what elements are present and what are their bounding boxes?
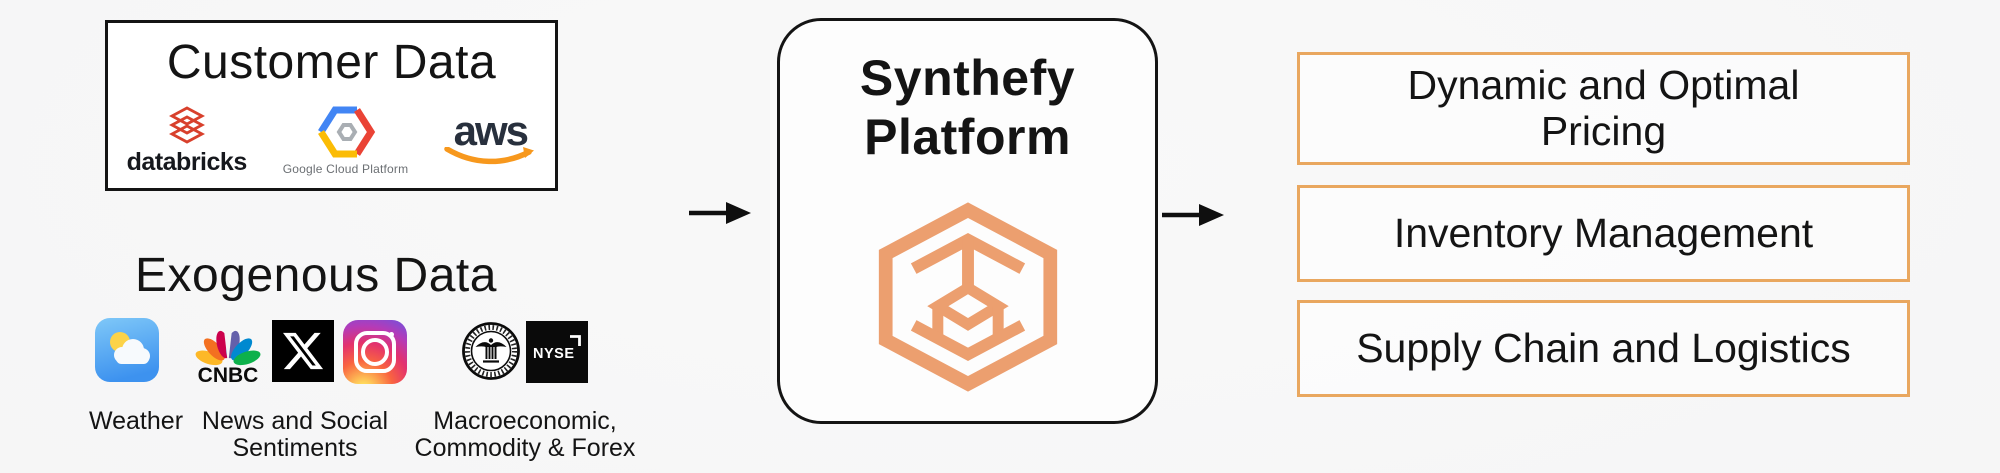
google-cloud-platform-logo: Google Cloud Platform [283,106,409,176]
caption-weather: Weather [61,408,211,435]
nyse-corner-mark [570,335,581,346]
caption-news-line2: Sentiments [232,433,358,462]
aws-label: aws [453,106,529,154]
synthefy-platform-box: Synthefy Platform [777,18,1158,424]
google-cloud-platform-label: Google Cloud Platform [282,162,409,176]
output-box-supply-chain: Supply Chain and Logistics [1297,300,1910,397]
caption-news-social: News and Social Sentiments [195,408,395,462]
platform-title-line1: Synthefy [859,50,1076,106]
caption-macro-line2: Commodity & Forex [414,433,636,462]
federal-reserve-seal-icon [462,322,520,380]
synthefy-hexagon-cube-icon [878,202,1057,392]
databricks-logo: databricks [126,105,248,177]
output-inventory-text: Inventory Management [1393,209,1814,256]
output-box1-line2: Pricing [1540,107,1667,154]
platform-title-line2: Platform [864,109,1071,165]
cnbc-icon: CNBC [195,330,261,385]
databricks-icon [168,105,205,144]
google-cloud-hexagon-icon [317,106,375,158]
x-twitter-icon [272,320,334,382]
instagram-icon [343,320,407,384]
instagram-lens-dot [389,332,394,337]
cnbc-peacock [195,330,261,366]
synthefy-platform-title: Synthefy Platform [780,21,1155,167]
output-box-dynamic-pricing: Dynamic and Optimal Pricing [1297,52,1910,165]
nyse-label: NYSE [533,346,575,362]
caption-macro-line1: Macroeconomic, [433,407,617,435]
output-box1-line1: Dynamic and Optimal [1407,61,1800,108]
databricks-label: databricks [126,147,248,176]
weather-app-icon [95,318,159,382]
caption-news-line1: News and Social [201,407,389,435]
caption-weather-text: Weather [88,407,184,435]
customer-logos-row: databricks Google Cloud Platform aws [108,95,555,187]
aws-logo: aws [444,106,536,168]
flow-arrow-left [689,202,751,224]
cnbc-label: CNBC [198,364,259,385]
customer-data-title: Customer Data [166,36,497,89]
output-supply-chain-text: Supply Chain and Logistics [1356,324,1851,371]
caption-macroeconomic: Macroeconomic, Commodity & Forex [410,408,640,462]
flow-arrow-right [1162,204,1224,226]
aws-smile-icon [444,147,535,165]
nyse-icon: NYSE [526,321,588,383]
output-dynamic-pricing-text: Dynamic and Optimal Pricing [1407,61,1800,155]
fed-eagle [475,338,507,363]
output-box-inventory-management: Inventory Management [1297,185,1910,282]
exogenous-data-title: Exogenous Data [135,249,497,302]
customer-data-box: Customer Data databricks [105,20,558,191]
